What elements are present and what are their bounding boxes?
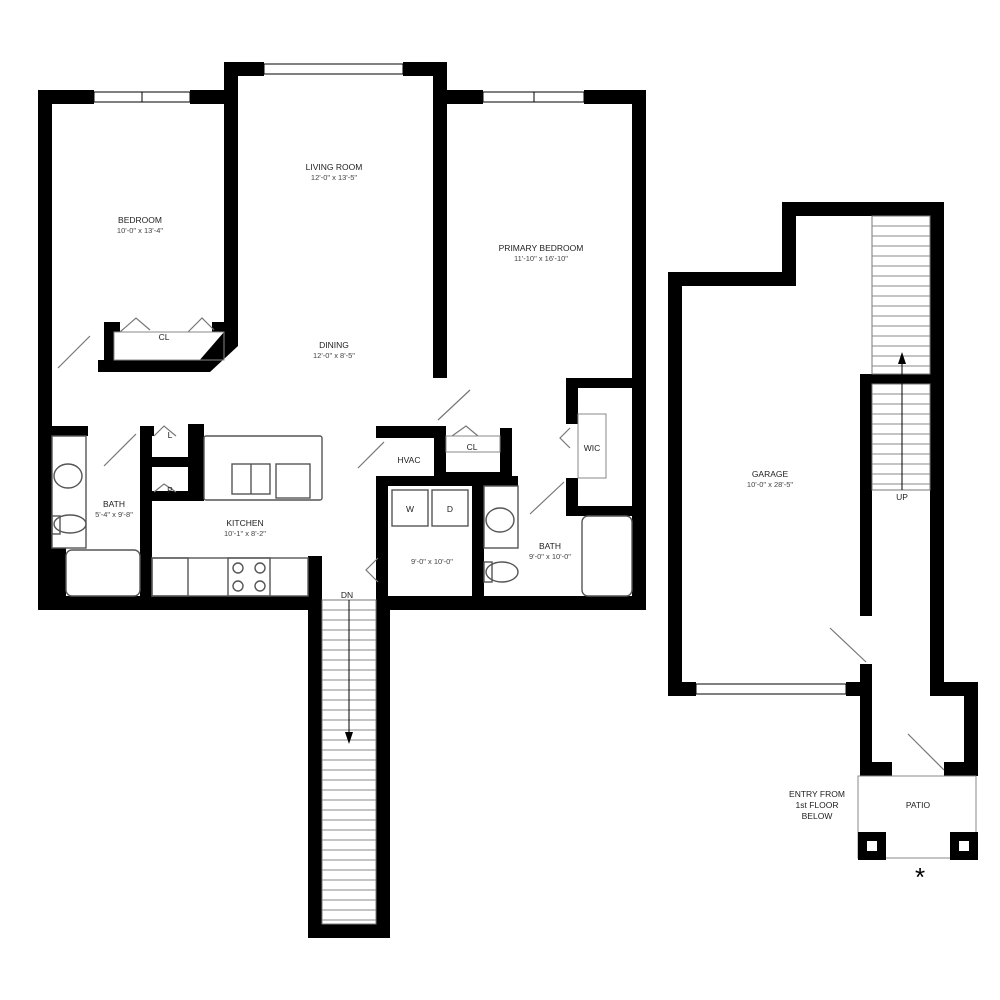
stair-frame	[871, 383, 931, 491]
patio-label: PATIO	[906, 800, 931, 810]
bath2-toilet	[485, 561, 519, 583]
patio	[857, 775, 978, 860]
main-unit-walls	[38, 62, 646, 938]
bath2-label: BATH	[539, 541, 561, 551]
bath1-label: BATH	[103, 499, 125, 509]
garage-label: GARAGE	[752, 469, 789, 479]
stair-down-arrowhead	[345, 732, 353, 744]
range	[227, 557, 271, 597]
garage-dimensions: 10'-0" x 28'-5"	[747, 480, 793, 489]
kitchen-dimensions: 10'-1" x 8'-2"	[224, 529, 266, 538]
bath1-dimensions: 5'-4" x 9'-8"	[95, 510, 133, 519]
bedroom-dimensions: 10'-0" x 13'-4"	[117, 226, 163, 235]
entry-label-line3: BELOW	[802, 811, 833, 821]
bath1-tub	[65, 549, 141, 597]
bedroom-label: BEDROOM	[118, 215, 162, 225]
dryer	[431, 489, 469, 527]
washer	[391, 489, 429, 527]
stair-up-label: UP	[896, 492, 908, 502]
living-room-dimensions: 12'-0" x 13'-5"	[311, 173, 357, 182]
entry-label-line2: 1st FLOOR	[796, 800, 839, 810]
stair-up-upper	[871, 215, 931, 375]
kitchen-label: KITCHEN	[226, 518, 263, 528]
entry-asterisk: *	[915, 862, 925, 892]
dining-dimensions: 12'-0" x 8'-5"	[313, 351, 355, 360]
washer-label: W	[406, 504, 414, 514]
stair-up-lower	[871, 383, 931, 491]
bath2-vanity	[483, 485, 519, 549]
stair-frame	[871, 215, 931, 375]
bath2-sink	[485, 507, 515, 533]
pantry-label: P	[167, 485, 173, 495]
bath1-sink	[53, 463, 83, 489]
stair-up-arrowhead	[898, 352, 906, 364]
entry-label-line1: ENTRY FROM	[789, 789, 845, 799]
hvac-label: HVAC	[398, 455, 421, 465]
wic-label: WIC	[584, 443, 601, 453]
bath1-toilet	[53, 514, 87, 534]
doors	[57, 317, 571, 583]
closet-label: CL	[159, 332, 170, 342]
windows	[93, 63, 585, 103]
garage-walls	[668, 202, 978, 776]
primary-bedroom-dimensions: 11'-10" x 16'-10"	[514, 254, 568, 263]
dishwasher	[275, 463, 311, 499]
refrigerator	[151, 557, 189, 597]
bath2-tub	[581, 515, 633, 597]
closet-label-2: CL	[467, 442, 478, 452]
dining-label: DINING	[319, 340, 349, 350]
garage-door	[695, 683, 847, 695]
fixtures	[51, 331, 633, 597]
bath1-vanity	[51, 435, 87, 549]
laundry-dimensions: 9'-0" x 10'-0"	[411, 557, 453, 566]
living-room-label: LIVING ROOM	[306, 162, 363, 172]
primary-bedroom-label: PRIMARY BEDROOM	[499, 243, 584, 253]
dryer-label: D	[447, 504, 453, 514]
bath2-dimensions: 9'-0" x 10'-0"	[529, 552, 571, 561]
stair-down-label: DN	[341, 590, 353, 600]
linen-label: L	[168, 430, 173, 440]
